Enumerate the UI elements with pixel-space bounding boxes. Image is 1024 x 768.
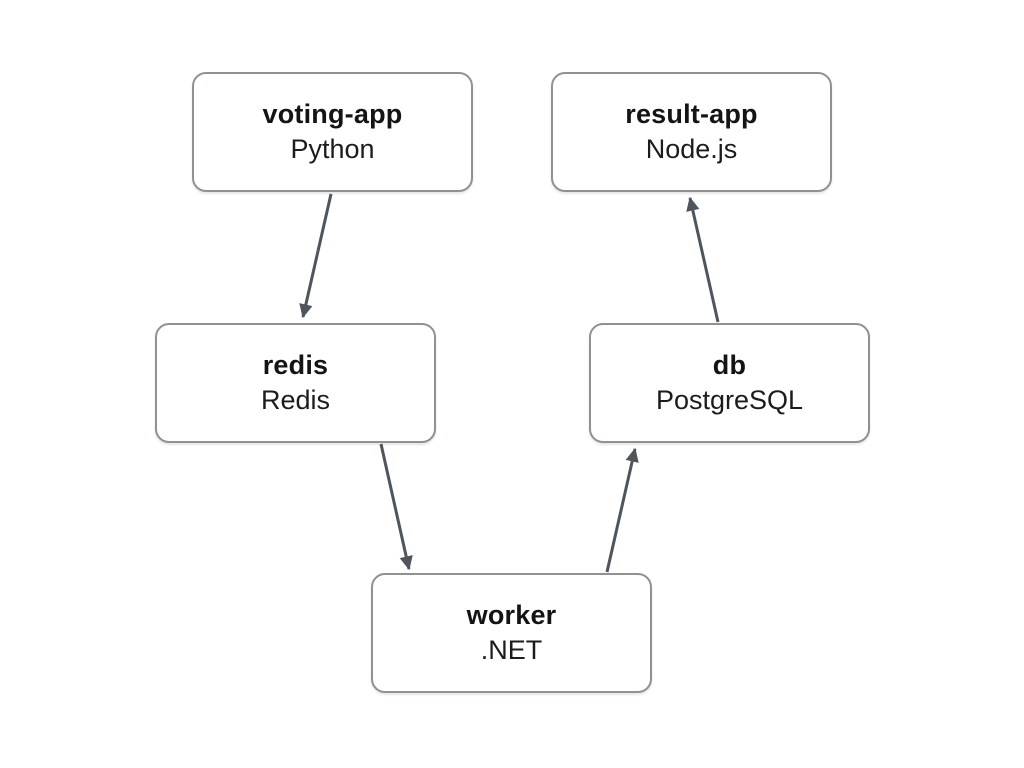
edge-voting-app-to-redis bbox=[299, 193, 333, 319]
node-subtitle: Redis bbox=[260, 385, 331, 415]
node-title: redis bbox=[262, 350, 329, 380]
edge-worker-to-db bbox=[605, 447, 639, 573]
edge-db-to-result-app bbox=[686, 196, 720, 323]
node-title: db bbox=[712, 350, 747, 380]
edge-redis-to-worker bbox=[379, 443, 413, 571]
node-subtitle: .NET bbox=[480, 635, 543, 665]
node-worker: worker .NET bbox=[371, 573, 652, 693]
node-subtitle: PostgreSQL bbox=[655, 385, 804, 415]
node-redis: redis Redis bbox=[155, 323, 436, 443]
node-subtitle: Python bbox=[290, 134, 375, 164]
node-title: worker bbox=[466, 600, 557, 630]
node-title: voting-app bbox=[262, 99, 403, 129]
node-title: result-app bbox=[625, 99, 758, 129]
node-voting-app: voting-app Python bbox=[192, 72, 473, 192]
node-db: db PostgreSQL bbox=[589, 323, 870, 443]
node-subtitle: Node.js bbox=[645, 134, 738, 164]
node-result-app: result-app Node.js bbox=[551, 72, 832, 192]
